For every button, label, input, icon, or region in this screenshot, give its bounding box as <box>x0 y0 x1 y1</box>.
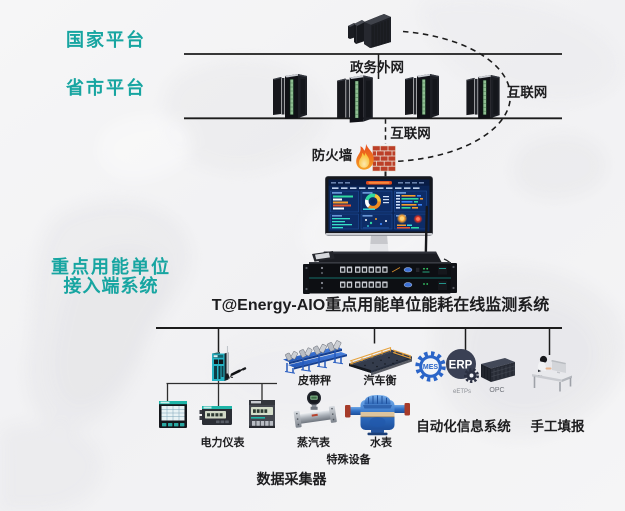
ethernet-ports-row2 <box>320 281 447 290</box>
erp-label: ERP <box>449 360 473 372</box>
provincial-platform-label: 省市平台 <box>66 78 146 98</box>
mes-label: MES <box>423 364 439 371</box>
brick-wall <box>372 145 396 172</box>
rack-server-icon <box>404 73 440 120</box>
dashboard-screen <box>328 179 430 232</box>
din-meter-icon <box>249 400 275 428</box>
water-meter-label: 水表 <box>370 437 392 449</box>
internet-dashed-arc <box>397 30 512 163</box>
opc-building-icon <box>481 358 516 382</box>
belt-scale-icon <box>283 340 347 374</box>
special-equipment-label: 特殊设备 <box>326 454 371 466</box>
gov-extranet-label: 政务外网 <box>350 59 404 75</box>
national-datacenter-icon <box>348 14 391 48</box>
collector-cable <box>230 367 247 378</box>
data-collector-icon <box>212 346 247 381</box>
panel-meter-icon <box>159 401 187 428</box>
erp-circle-icon: ERP <box>446 349 479 383</box>
rack-server-icon <box>272 73 308 120</box>
automation-systems-label: 自动化信息系统 <box>416 419 511 434</box>
manual-entry-label: 手工填报 <box>530 419 585 434</box>
box-meter-icon <box>199 406 232 425</box>
firewall-icon <box>356 144 396 172</box>
water-meter-icon <box>345 395 410 436</box>
access-system-label-line1: 重点用能单位 <box>51 257 171 277</box>
belt-scale-label: 皮带秤 <box>298 374 331 387</box>
opc-caption: OPC <box>489 387 505 394</box>
power-meters-label: 电力仪表 <box>200 437 245 449</box>
flame <box>356 144 374 170</box>
system-title: T@Energy-AIO重点用能单位能耗在线监测系统 <box>211 297 550 314</box>
truck-scale-label: 汽车衡 <box>363 374 397 387</box>
data-collector-label: 数据采集器 <box>256 471 327 487</box>
national-platform-label: 国家平台 <box>66 30 146 50</box>
firewall-label: 防火墙 <box>311 148 353 163</box>
rack-ear-right <box>450 263 457 293</box>
truck-scale-icon <box>349 346 412 376</box>
access-system-label-line2: 接入端系统 <box>63 275 159 296</box>
steam-meter-label: 蒸汽表 <box>297 437 330 449</box>
collector-antenna <box>225 346 230 379</box>
internet-right-label: 互联网 <box>506 85 548 100</box>
ethernet-ports-row1 <box>320 266 447 275</box>
aio-gateway-icon <box>303 205 457 294</box>
guard-rails <box>349 346 412 365</box>
mes-gear-icon: MES <box>415 351 446 382</box>
manual-entry-desk-icon <box>532 355 572 392</box>
rack-server-icon <box>465 74 501 120</box>
internet-mid-label: 互联网 <box>390 126 431 141</box>
rack-server-icon <box>336 74 374 124</box>
idler-rollers <box>285 340 342 361</box>
erp-gear <box>464 368 479 383</box>
erp-caption: eETPs <box>452 389 472 395</box>
rack-ear-left <box>303 264 310 294</box>
steam-meter-icon <box>293 391 337 428</box>
